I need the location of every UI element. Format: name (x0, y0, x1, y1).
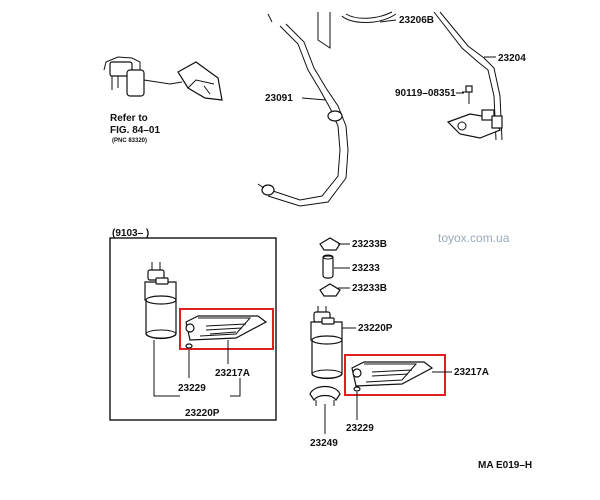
label-23217A: 23217A (454, 367, 489, 378)
inset-label-23229: 23229 (178, 383, 206, 394)
clip-23229 (353, 386, 361, 392)
inset-box (109, 237, 277, 421)
refer-label-line3: (PNC 83320) (112, 138, 147, 144)
label-23249: 23249 (310, 438, 338, 449)
rod-23204 (433, 11, 503, 141)
inset-leader-23220P (153, 340, 241, 397)
inset-title: (9103– ) (112, 228, 149, 239)
figure-code: MA E019–H (478, 460, 532, 471)
leader-23206B (379, 19, 397, 23)
label-23229: 23229 (346, 423, 374, 434)
tube-23091 (257, 23, 349, 207)
label-23233B-bottom: 23233B (352, 283, 387, 294)
label-23091: 23091 (265, 93, 293, 104)
label-90119: 90119–08351 (395, 88, 456, 99)
grommet-23233B-bottom (319, 283, 341, 297)
refer-label-line1: Refer to (110, 113, 148, 124)
inset-fuel-filter (185, 315, 268, 341)
inset-label-23217A: 23217A (215, 368, 250, 379)
filter-highlight (344, 354, 446, 396)
watermark: toyox.com.ua (438, 231, 510, 245)
label-23220P: 23220P (358, 323, 393, 334)
refer-label-line2: FIG. 84–01 (110, 125, 160, 136)
sender-gauge-illustration (103, 56, 223, 101)
leader-23091 (301, 97, 327, 101)
label-23233B-top: 23233B (352, 239, 387, 250)
inset-clip-23229 (185, 343, 193, 349)
label-23206B: 23206B (399, 15, 434, 26)
inset-filter-highlight (179, 308, 274, 350)
label-23233: 23233 (352, 263, 380, 274)
cushion-23249 (309, 385, 341, 406)
fuel-filter-23217A (351, 361, 434, 387)
fuel-tank-top-outline (267, 11, 397, 49)
bracket-23204 (446, 109, 503, 139)
inset-fuel-pump (144, 262, 177, 340)
fuel-pump-23220P (310, 306, 343, 380)
grommet-23233B-top (319, 237, 341, 251)
inset-label-23220P: 23220P (185, 408, 220, 419)
label-23204: 23204 (498, 53, 526, 64)
hose-23233 (322, 254, 334, 279)
screw-90119 (462, 85, 473, 104)
